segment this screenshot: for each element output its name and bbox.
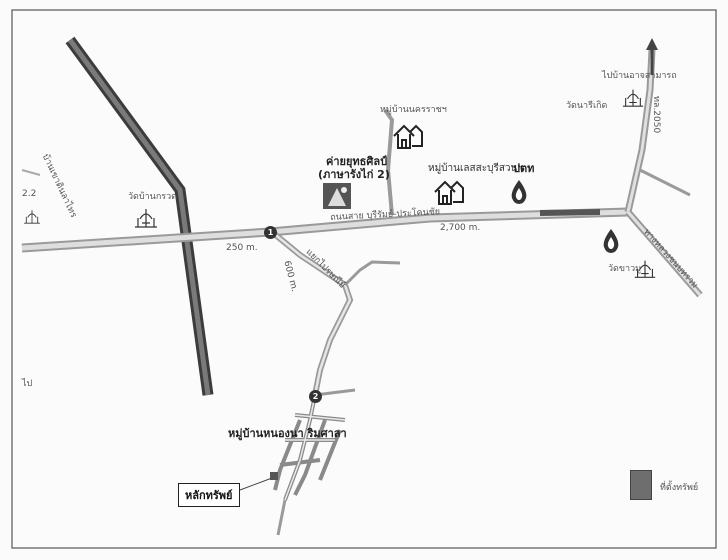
label-village-mid: หมู่บ้านเลสสะบุรีสวนฯ — [428, 163, 523, 174]
label-camp-sub: (ภาษารังไก่ 2) — [318, 168, 390, 181]
temple-icon — [135, 209, 157, 228]
gas-station-icon — [603, 229, 619, 253]
label-left-edge: ไป — [22, 379, 33, 389]
temple-icon — [622, 89, 644, 107]
label-distance-1: 250 m. — [226, 243, 258, 253]
label-wat-right-top: วัดนารีเกิด — [566, 101, 608, 111]
temple-icon — [634, 260, 656, 278]
label-wat-left: วัดบ้านกรวด — [128, 192, 177, 202]
house-icon — [393, 124, 423, 149]
village-grid — [273, 394, 346, 501]
label-top-right-dest: ไปบ้านอาจสามารถ — [602, 71, 677, 81]
label-distance-2: 2,700 m. — [440, 223, 481, 233]
label-ptt: ปตท — [513, 162, 535, 175]
property-label: หลักทรัพย์ — [178, 483, 240, 507]
house-icon — [434, 180, 464, 205]
legend-swatch — [630, 470, 652, 500]
label-village-bottom: หมู่บ้านหนองนา ริมศาลา — [228, 427, 347, 440]
property-pin-icon — [270, 472, 278, 480]
temple-icon — [24, 210, 40, 224]
label-camp: ค่ายยุทธศิลป์ — [326, 155, 388, 168]
gas-station-icon — [511, 180, 527, 204]
legend-label: ที่ตั้งทรัพย์ — [660, 483, 699, 493]
label-road-right-vert: ทล.2050 — [651, 96, 661, 134]
label-left-road-num: 2.2 — [22, 189, 37, 199]
village-road — [383, 108, 395, 216]
north-arrow-icon — [646, 38, 658, 75]
junction-marker-2: 2 — [309, 390, 322, 403]
label-wat-right: วัดขาวมู — [608, 264, 642, 274]
camp-icon — [323, 183, 351, 209]
map-frame — [11, 9, 717, 549]
label-village-top: หมู่บ้านนครราชฯ — [380, 105, 447, 115]
junction-marker-1: 1 — [264, 226, 277, 239]
